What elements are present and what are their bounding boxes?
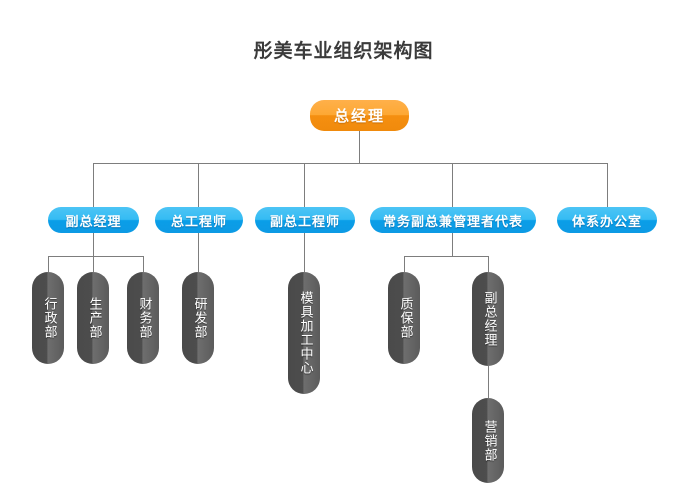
connector-drop-mold-center: [304, 233, 305, 272]
connector-drop-deputy-eng: [304, 163, 305, 207]
node-deputy-general-manager-2-label: 副总经理: [481, 291, 497, 347]
connector-level2-bus: [93, 163, 607, 164]
node-administration-department-label: 行政部: [41, 297, 57, 339]
node-deputy-chief-engineer-label: 副总工程师: [269, 214, 340, 230]
node-administration-department[interactable]: 行政部: [32, 272, 64, 364]
node-marketing-department[interactable]: 营销部: [472, 398, 504, 483]
node-quality-assurance-department-label: 质保部: [397, 297, 413, 339]
node-quality-assurance-department[interactable]: 质保部: [388, 272, 420, 364]
node-system-office[interactable]: 体系办公室: [557, 207, 657, 233]
connector-drop-deputy-gm-2: [488, 256, 489, 272]
connector-drop-production: [93, 256, 94, 272]
connector-deputy-gm-stem: [93, 233, 94, 256]
connector-drop-marketing: [488, 366, 489, 398]
node-mold-processing-center-label: 模具加工中心: [297, 291, 313, 375]
node-rnd-department[interactable]: 研发部: [182, 272, 214, 364]
connector-drop-exec-deputy: [452, 163, 453, 207]
connector-drop-deputy-gm: [93, 163, 94, 207]
connector-deputy-gm-bus: [48, 256, 144, 257]
connector-drop-system-office: [607, 163, 608, 207]
node-rnd-department-label: 研发部: [191, 297, 207, 339]
node-executive-deputy-gm-label: 常务副总兼管理者代表: [382, 214, 523, 230]
node-marketing-department-label: 营销部: [481, 419, 497, 462]
node-production-department[interactable]: 生产部: [77, 272, 109, 364]
node-general-manager[interactable]: 总经理: [310, 100, 409, 131]
connector-exec-deputy-bus: [404, 256, 489, 257]
node-chief-engineer[interactable]: 总工程师: [155, 207, 243, 233]
connector-drop-chief-eng: [198, 163, 199, 207]
node-executive-deputy-gm[interactable]: 常务副总兼管理者代表: [370, 207, 536, 233]
node-deputy-general-manager-label: 副总经理: [65, 214, 122, 230]
node-general-manager-label: 总经理: [333, 107, 385, 125]
connector-exec-deputy-stem: [452, 233, 453, 256]
node-production-department-label: 生产部: [86, 297, 102, 339]
node-deputy-general-manager-2[interactable]: 副总经理: [472, 272, 504, 366]
connector-drop-admin: [48, 256, 49, 272]
page-title: 彤美车业组织架构图: [253, 40, 434, 62]
node-finance-department[interactable]: 财务部: [127, 272, 159, 364]
node-deputy-general-manager[interactable]: 副总经理: [48, 207, 139, 233]
connector-drop-quality: [404, 256, 405, 272]
node-system-office-label: 体系办公室: [571, 214, 642, 230]
node-mold-processing-center[interactable]: 模具加工中心: [288, 272, 320, 394]
connector-gm-stem: [359, 131, 360, 163]
node-finance-department-label: 财务部: [136, 297, 152, 339]
connector-drop-finance: [143, 256, 144, 272]
node-deputy-chief-engineer[interactable]: 副总工程师: [255, 207, 355, 233]
connector-drop-rnd: [198, 233, 199, 272]
node-chief-engineer-label: 总工程师: [170, 214, 227, 230]
